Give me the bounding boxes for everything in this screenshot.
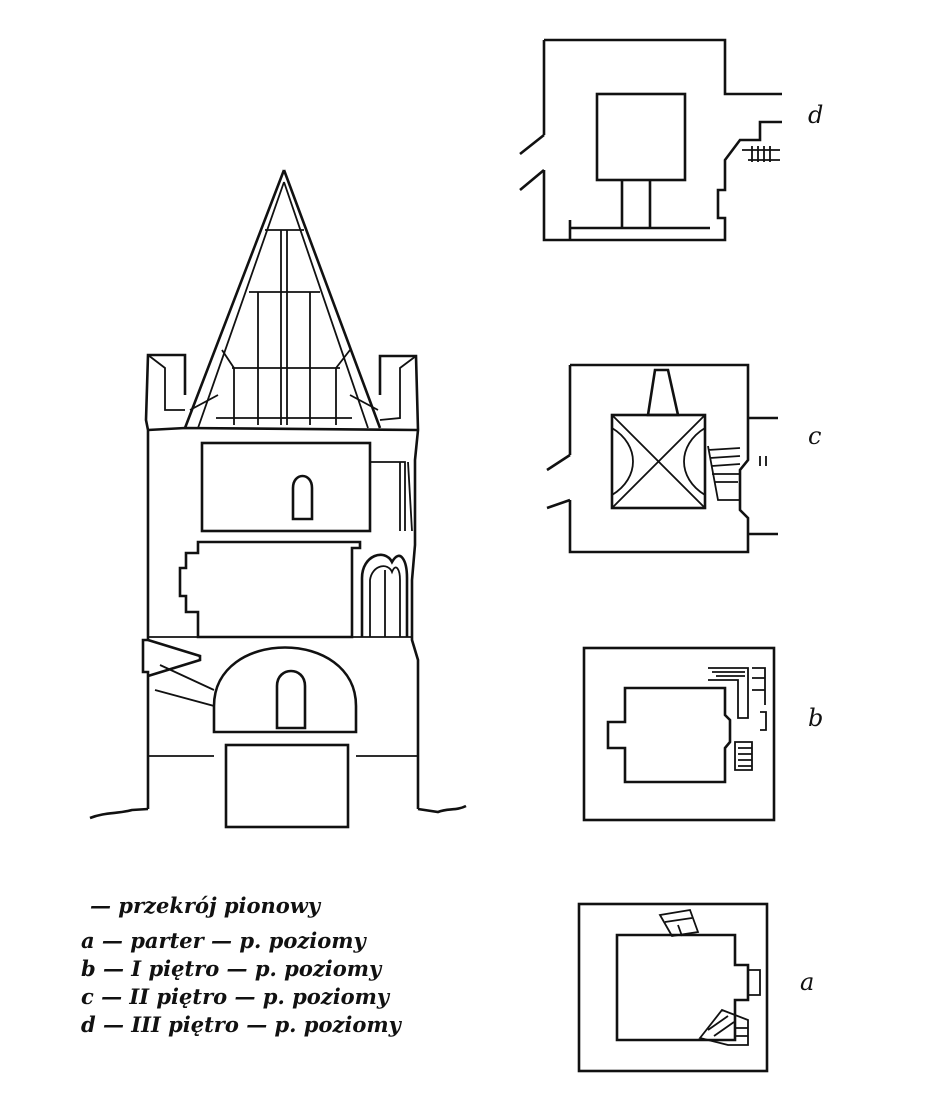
plan-a-outer-wall: [577, 902, 769, 1073]
plan-b-outer-wall: [582, 646, 776, 822]
plan-label-d: d: [808, 101, 823, 129]
plan-d-outer-wall: [542, 38, 782, 242]
wall-passage-third: [370, 461, 413, 532]
plan-a-chamber: [615, 933, 750, 1042]
parapet-left: [147, 354, 185, 411]
plan-b: [582, 646, 776, 822]
plan-c: [546, 363, 778, 554]
chamber-third-floor: [200, 441, 372, 533]
plan-c-loophole: [646, 368, 680, 417]
plan-c-chamber: [610, 413, 707, 510]
vault-first-floor: [212, 646, 358, 734]
parapet-right: [379, 355, 417, 421]
plan-b-stair-upper: [708, 667, 766, 719]
plan-d-stair-hatch: [742, 146, 780, 162]
plan-d: [519, 38, 782, 242]
legend-line-b: b — I piętro — p. poziomy: [81, 956, 383, 981]
roof-base-line: [147, 426, 419, 432]
plan-b-chamber: [606, 686, 732, 784]
roof-struts: [189, 349, 379, 411]
plan-c-outer-wall: [568, 363, 778, 554]
plan-label-b: b: [808, 704, 823, 732]
plan-d-passage: [568, 180, 710, 240]
plan-a-stair-upper: [658, 908, 700, 937]
legend: — przekrój pionowy a — parter — p. pozio…: [81, 893, 403, 1037]
plan-d-entry: [519, 133, 545, 191]
plan-b-stair-lower: [734, 711, 767, 771]
roof-truss: [183, 169, 382, 429]
roof-collar-beams: [216, 229, 352, 419]
window-first-floor: [275, 669, 307, 730]
plan-c-entry: [546, 453, 571, 510]
plan-a-loophole: [748, 969, 761, 996]
plan-c-stair-hatch: [707, 445, 767, 501]
legend-line-d: d — III piętro — p. poziomy: [81, 1012, 403, 1037]
legend-line-section: — przekrój pionowy: [90, 893, 322, 918]
roof-posts: [233, 230, 337, 425]
chamber-second-floor: [178, 540, 362, 639]
niche-second-floor: [360, 553, 409, 637]
legend-line-a: a — parter — p. poziomy: [81, 928, 367, 953]
roof-outline: [183, 169, 382, 429]
legend-line-c: c — II piętro — p. poziomy: [81, 984, 391, 1009]
chamber-ground-floor: [224, 743, 350, 829]
ground-line: [89, 804, 467, 820]
plan-label-c: c: [808, 422, 821, 450]
vertical-section: [89, 169, 467, 829]
window-third-floor: [291, 474, 314, 521]
plan-label-a: a: [800, 968, 814, 996]
plan-a-stair-lower: [698, 1008, 749, 1046]
plan-c-vault-lines: [611, 414, 706, 509]
outer-wall-left: [141, 353, 187, 809]
niche-tracery: [369, 565, 401, 637]
plan-a: [577, 902, 769, 1073]
stair-left-lower: [154, 664, 215, 715]
stair-left-upper: [147, 638, 202, 678]
outer-wall-right: [378, 354, 420, 809]
plan-d-chamber: [595, 92, 687, 182]
roof-inner-line: [197, 181, 369, 429]
